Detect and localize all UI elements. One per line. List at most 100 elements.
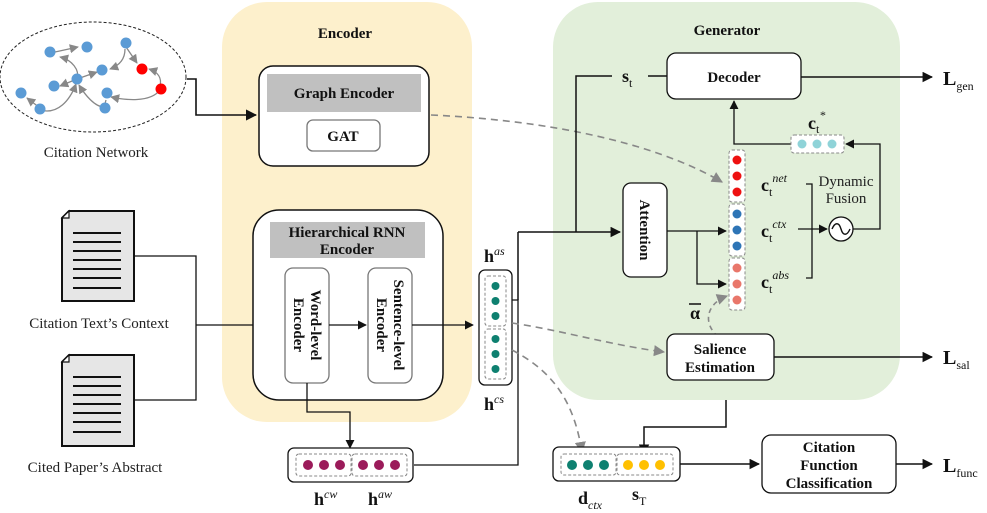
d-ctx-dot [599,460,609,470]
h-aw-dot [390,460,400,470]
s-T-dot [623,460,633,470]
network-node [15,87,27,99]
sentence-level-encoder-label-line1: Sentence-level [390,280,406,371]
c-t-ctx-dot [732,209,742,219]
fusion-to-c-t-star-arrow [845,139,881,230]
sentence-states-to-attention-line [414,299,519,466]
citation-network-label: Citation Network [44,145,149,161]
hierarchical-rnn-header [270,222,425,258]
decoder-box [666,52,802,100]
document-icon-abstract [60,353,135,447]
graph-to-net-context-dashed-arrow [430,114,723,183]
c-t-abs-dot [732,295,742,305]
h-cw-label: hcw [314,487,337,509]
sentence-level-encoder-label-line2: Encoder [373,298,389,353]
hierarchical-rnn-title-line1: Hierarchical RNN [289,225,406,241]
c-t-star-dot [827,139,837,149]
c-t-star-dot [797,139,807,149]
h-cs-dot [491,335,500,343]
h-as-group [484,275,507,327]
h-as-dot [491,297,500,305]
c-t-net-dot [732,171,742,181]
h-cw-dot [303,460,313,470]
h-as-dot [491,312,500,320]
h-aw-label: haw [368,487,392,509]
d-ctx-label: dctx [578,488,603,512]
salience-to-abs-dashed-arrow [707,294,729,338]
c-t-net-dot [732,187,742,197]
gat-box [306,119,381,152]
network-node [48,80,60,92]
network-node-highlighted [155,83,167,95]
network-node [34,103,46,115]
network-node [96,64,108,76]
attention-box [622,182,668,278]
network-node [81,41,93,53]
sal-loss-label: Lsal [943,347,970,372]
fusion-bracket [806,183,813,279]
generator-section [553,2,900,400]
classifier-label-line3: Classification [786,476,873,492]
c-t-ctx-dot [732,225,742,235]
citation-network-boundary [0,21,187,133]
s-T-label: sT [632,484,647,508]
word-level-encoder-label-line2: Encoder [290,298,306,353]
d-ctx-group [560,453,617,476]
citation-context-label: Citation Text’s Context [29,316,169,332]
s-T-dot [655,460,665,470]
citation-network-graph [0,21,187,133]
c-t-star-dot [812,139,822,149]
h-aw-dot [358,460,368,470]
network-to-graph-encoder-arrow [187,78,258,121]
salience-label-line1: Salience [694,342,747,358]
document-icon-context [60,209,135,302]
hierarchical-rnn-title-line2: Encoder [320,242,375,258]
h-as-dot [491,282,500,290]
sentence-states-container [478,269,513,386]
c-t-abs-dot [732,279,742,289]
classifier-label-line2: Function [800,458,858,474]
c-t-net-label: ctnet [761,171,788,199]
graph-encoder-title: Graph Encoder [294,86,395,102]
documents-to-encoder-connector [134,255,197,401]
attention-to-abs-arrow [696,231,727,289]
d-ctx-dot [567,460,577,470]
c-t-abs-label: ctabs [761,268,789,296]
network-node [99,102,111,114]
sentence-states-to-dctx-dashed-arrow [511,349,586,454]
h-cs-group [484,328,507,380]
s-t-line [575,75,612,232]
alpha-bar-label: α [690,303,700,323]
h-aw-group [351,453,408,477]
c-t-ctx-dot [732,241,742,251]
cited-abstract-label: Cited Paper’s Abstract [28,460,164,476]
h-cw-group [295,453,352,477]
d-ctx-dot [583,460,593,470]
c-t-abs-dot [732,263,742,273]
h-cw-dot [319,460,329,470]
h-cs-dot [491,365,500,373]
encoder-title: Encoder [318,26,373,42]
c-t-star-label: ct* [808,108,825,136]
func-loss-label: Lfunc [943,455,978,480]
network-node [120,37,132,49]
network-node-highlighted [136,63,148,75]
h-aw-dot [374,460,384,470]
generator-title: Generator [694,23,761,39]
sentence-states-to-salience-dashed-arrow [511,322,666,357]
s-t-label: st [622,66,633,90]
fused-context-to-decoder-arrow [729,100,791,145]
decoder-label: Decoder [707,70,761,86]
s-T-dot [639,460,649,470]
dynamic-fusion-label-line1: Dynamic [819,174,874,190]
h-cs-dot [491,350,500,358]
salience-to-s-t-arrow [638,400,727,456]
graph-encoder-header [267,74,421,112]
classifier-label-line1: Citation [803,440,856,456]
h-cs-label: hcs [484,392,504,414]
s-T-group [616,453,674,476]
network-node [44,46,56,58]
word-level-encoder-label-line1: Word-level [307,290,323,361]
attention-label: Attention [636,200,652,261]
